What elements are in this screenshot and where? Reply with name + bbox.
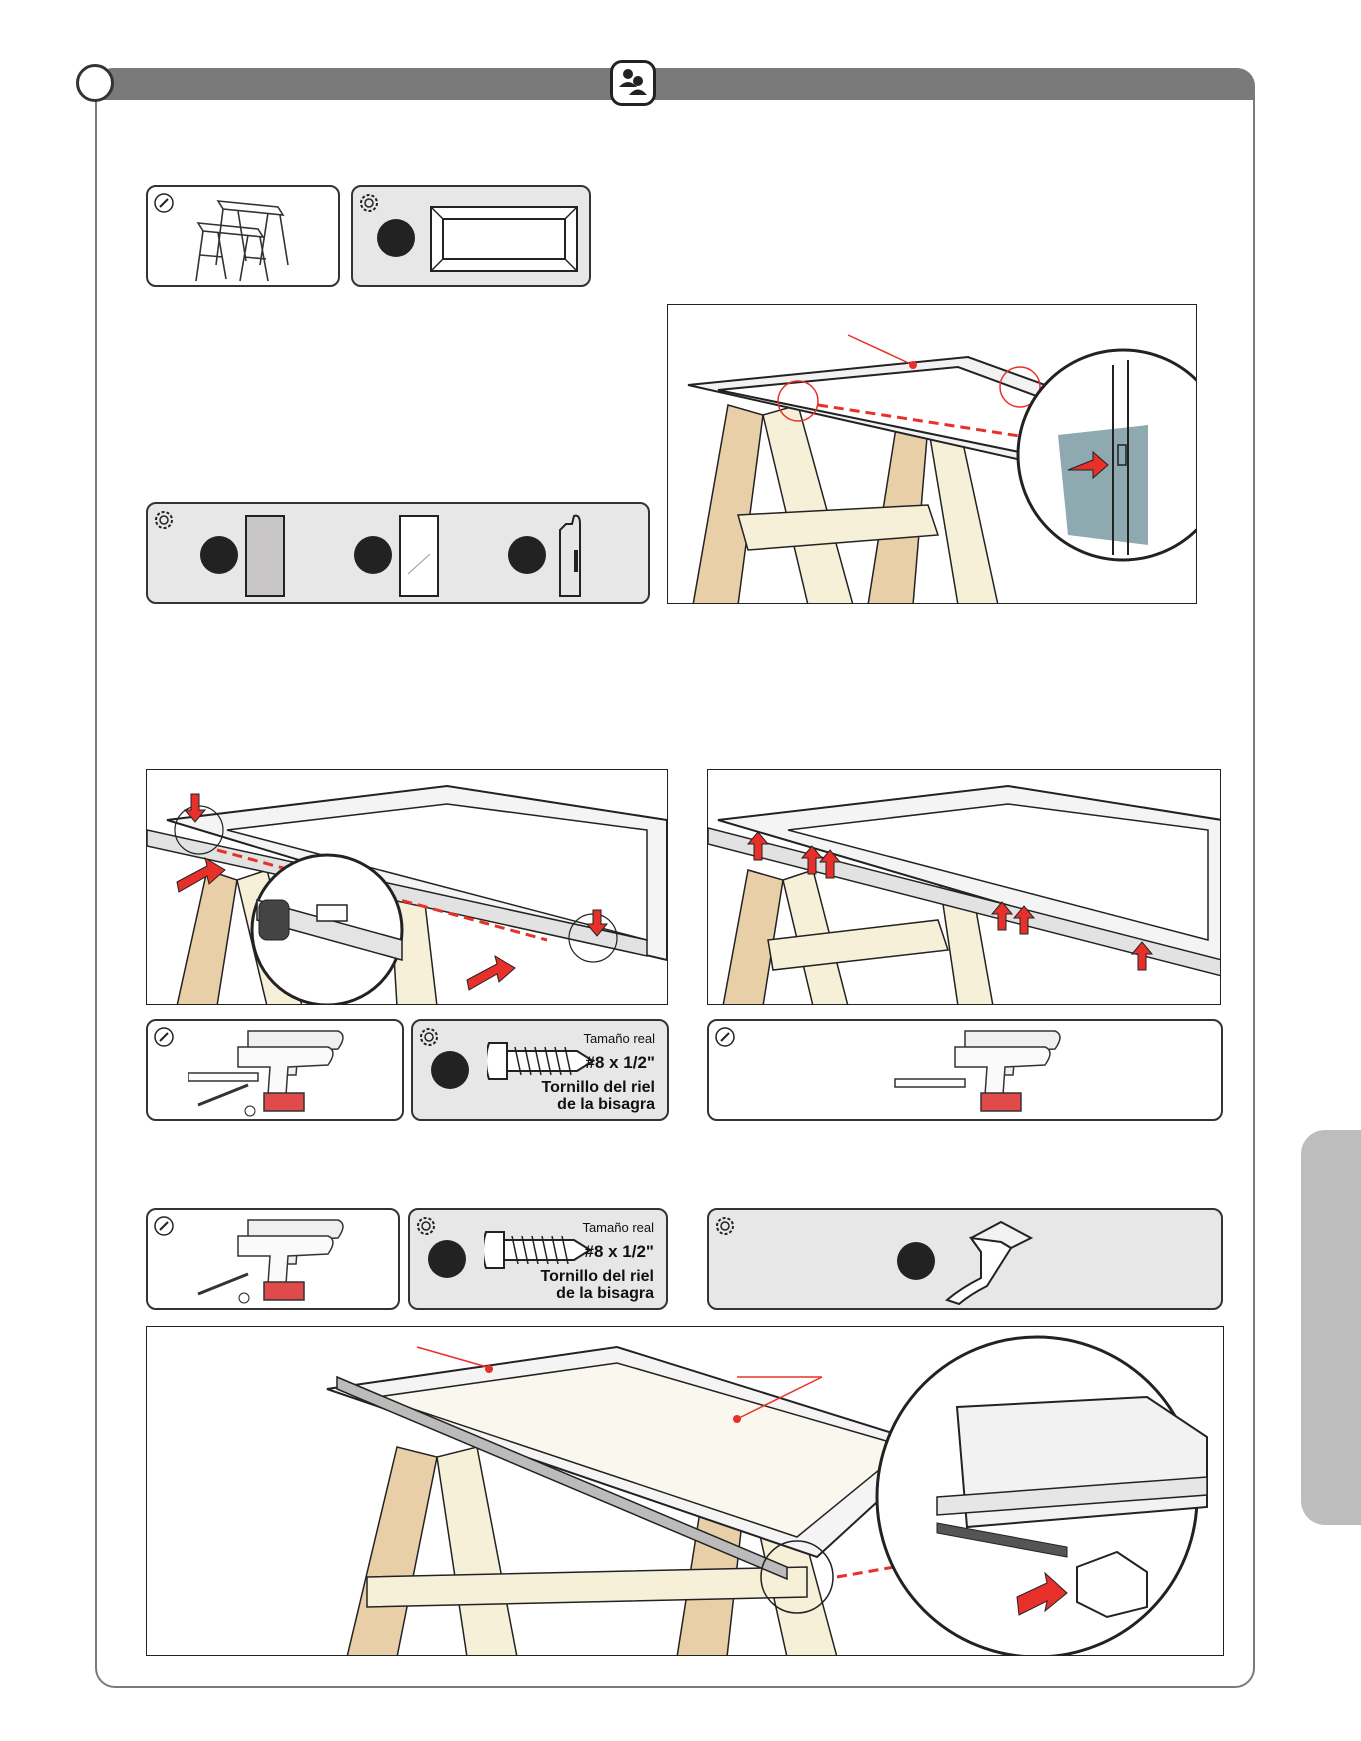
- actual-size-label: Tamaño real: [583, 1031, 655, 1046]
- screw-name-line-2: de la bisagra: [542, 1096, 656, 1113]
- actual-size-label: Tamaño real: [582, 1220, 654, 1235]
- illustration-hinge-rail-screws: [707, 769, 1221, 1005]
- two-people-icon: [610, 60, 656, 106]
- tools-panel-drill-bits: [146, 1019, 404, 1121]
- screwdriver-icon: [154, 193, 174, 213]
- illustration-frame-on-sawhorses: [667, 304, 1197, 604]
- tools-panel-sawhorses: [146, 185, 340, 287]
- screw-icon: [487, 1039, 597, 1083]
- screw-size-label: #8 x 1/2": [584, 1242, 654, 1262]
- section-side-tab: [1301, 1130, 1361, 1525]
- step-header-bar: [95, 68, 1255, 100]
- hardware-panel-panels: [146, 502, 650, 604]
- gear-icon: [419, 1027, 439, 1047]
- screwdriver-icon: [715, 1027, 735, 1047]
- part-id-dot: [508, 536, 546, 574]
- screw-name-label: Tornillo del riel de la bisagra: [541, 1268, 655, 1302]
- screw-icon: [484, 1228, 594, 1272]
- part-id-dot: [431, 1051, 469, 1089]
- power-drill-icon: [188, 1214, 388, 1308]
- gear-icon: [359, 193, 379, 213]
- tools-panel-drill-bit: [146, 1208, 400, 1310]
- gear-icon: [416, 1216, 436, 1236]
- part-id-dot: [897, 1242, 935, 1280]
- screw-name-line-1: Tornillo del riel: [542, 1079, 656, 1096]
- screwdriver-icon: [154, 1027, 174, 1047]
- part-id-dot: [377, 219, 415, 257]
- illustration-clip-install: [146, 1326, 1224, 1656]
- hardware-panel-clip: [707, 1208, 1223, 1310]
- illustration-drilling-hinge-rail: [146, 769, 668, 1005]
- step-number-circle: [76, 64, 114, 102]
- hinge-rail-part-icon: [552, 510, 592, 600]
- power-drill-icon: [188, 1025, 398, 1119]
- gear-icon: [715, 1216, 735, 1236]
- part-id-dot: [354, 536, 392, 574]
- screw-name-label: Tornillo del riel de la bisagra: [542, 1079, 656, 1113]
- screw-name-line-2: de la bisagra: [541, 1285, 655, 1302]
- glass-panel-icon: [398, 514, 440, 598]
- screwdriver-icon: [154, 1216, 174, 1236]
- part-id-dot: [200, 536, 238, 574]
- hardware-panel-door-frame: [351, 185, 591, 287]
- part-id-dot: [428, 1240, 466, 1278]
- screw-name-line-1: Tornillo del riel: [541, 1268, 655, 1285]
- door-frame-part-icon: [429, 205, 579, 273]
- tools-panel-drill: [707, 1019, 1223, 1121]
- solid-panel-icon: [244, 514, 286, 598]
- stop-clip-part-icon: [941, 1218, 1041, 1308]
- hardware-panel-screw-1: Tamaño real #8 x 1/2" Tornillo del riel …: [411, 1019, 669, 1121]
- gear-icon: [154, 510, 174, 530]
- hardware-panel-screw-2: Tamaño real #8 x 1/2" Tornillo del riel …: [408, 1208, 668, 1310]
- sawhorses-icon: [188, 195, 298, 283]
- screw-size-label: #8 x 1/2": [585, 1053, 655, 1073]
- power-drill-icon: [885, 1025, 1075, 1119]
